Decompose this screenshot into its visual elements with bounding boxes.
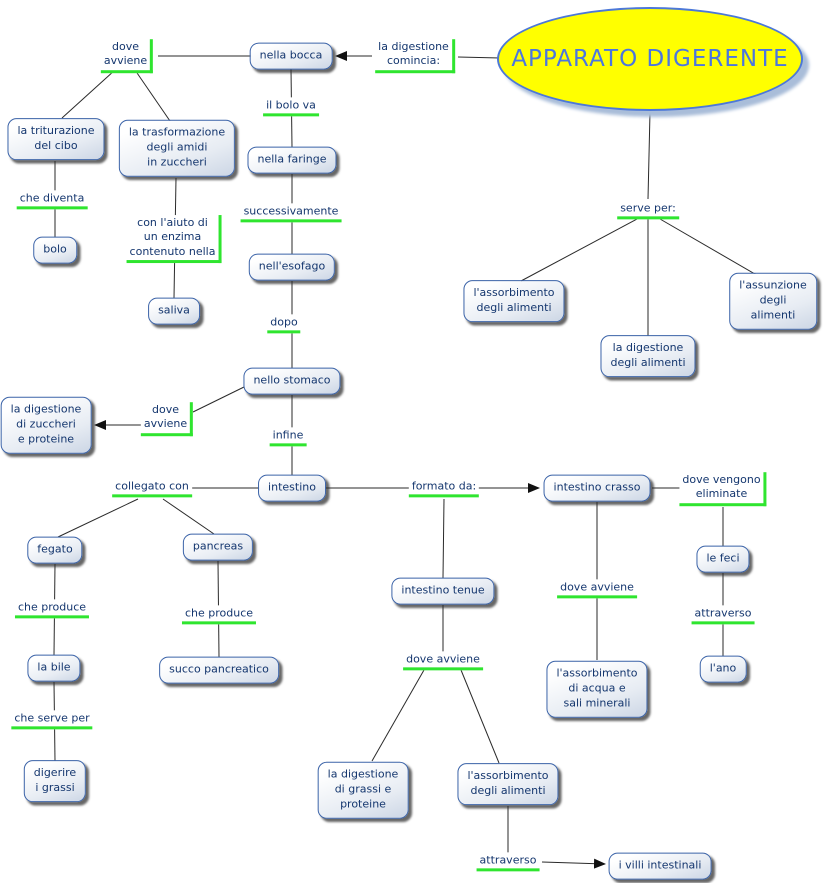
edge xyxy=(371,669,425,762)
concept-la-triturazione-del-cibo[interactable]: la triturazione del cibo xyxy=(7,118,105,160)
concept-assorbimento-alimenti-basso[interactable]: l'assorbimento degli alimenti xyxy=(457,763,559,805)
link-label-successivamente[interactable]: successivamente xyxy=(240,203,342,223)
concept-la-bile[interactable]: la bile xyxy=(27,654,81,682)
edge xyxy=(520,218,638,282)
link-label-dove-avviene-tenue[interactable]: dove avviene xyxy=(403,651,483,671)
concept-digerire-i-grassi[interactable]: digerire i grassi xyxy=(23,760,87,802)
edge xyxy=(57,498,139,538)
concept-succo-pancreatico[interactable]: succo pancreatico xyxy=(159,656,279,684)
concept-le-feci[interactable]: le feci xyxy=(696,545,750,573)
concept-intestino-tenue[interactable]: intestino tenue xyxy=(391,577,495,605)
link-label-dopo[interactable]: dopo xyxy=(267,314,301,334)
arrow-edge xyxy=(541,858,606,869)
concept-nella-faringe[interactable]: nella faringe xyxy=(247,146,337,174)
edge xyxy=(442,498,445,579)
link-label-dove-avviene-crasso[interactable]: dove avviene xyxy=(557,579,637,599)
concept-assorbimento-alimenti-alto[interactable]: l'assorbimento degli alimenti xyxy=(463,280,565,322)
concept-assunzione-alimenti[interactable]: l'assunzione degli alimenti xyxy=(729,272,817,330)
link-label-serve-per[interactable]: serve per: xyxy=(617,200,679,220)
concept-fegato[interactable]: fegato xyxy=(27,536,83,564)
concept-assorbimento-acqua-sali[interactable]: l'assorbimento di acqua e sali minerali xyxy=(546,660,648,718)
link-label-dove-avviene-bocca[interactable]: dove avviene xyxy=(100,39,154,73)
link-label-che-produce-pancreas[interactable]: che produce xyxy=(181,605,257,625)
edge xyxy=(134,69,171,122)
edge xyxy=(61,69,116,119)
link-label-attraverso-feci[interactable]: attraverso xyxy=(691,605,755,625)
link-label-che-produce-fegato[interactable]: che produce xyxy=(14,599,90,619)
concept-nella-bocca[interactable]: nella bocca xyxy=(249,42,333,70)
link-label-che-diventa[interactable]: che diventa xyxy=(16,190,88,210)
concept-nell-esofago[interactable]: nell'esofago xyxy=(248,253,336,281)
concept-l-ano[interactable]: l'ano xyxy=(699,655,747,683)
concept-intestino[interactable]: intestino xyxy=(258,474,326,502)
concept-la-trasformazione-degli-amidi[interactable]: la trasformazione degli amidi in zuccher… xyxy=(118,119,236,177)
concept-villi-intestinali[interactable]: i villi intestinali xyxy=(608,852,712,880)
concept-apparato-digerente[interactable]: APPARATO DIGERENTE xyxy=(497,7,803,111)
link-label-il-bolo-va[interactable]: il bolo va xyxy=(263,97,319,117)
link-label-collegato-con[interactable]: collegato con xyxy=(112,478,192,498)
concept-bolo[interactable]: bolo xyxy=(33,236,77,264)
concept-digestione-zuccheri-proteine[interactable]: la digestione di zuccheri e proteine xyxy=(0,396,92,454)
concept-digestione-grassi-proteine[interactable]: la digestione di grassi e proteine xyxy=(317,761,409,819)
link-label-attraverso-villi[interactable]: attraverso xyxy=(476,852,540,872)
link-label-dove-vengono-eliminate[interactable]: dove vengono eliminate xyxy=(679,472,767,506)
edge xyxy=(162,498,215,535)
edge xyxy=(457,56,501,59)
edge xyxy=(460,669,500,764)
edge xyxy=(192,386,245,413)
link-label-con-l-aiuto-enzima[interactable]: con l'aiuto di un enzima contenuto nella xyxy=(126,215,222,263)
concept-pancreas[interactable]: pancreas xyxy=(182,533,254,561)
link-label-dove-avviene-stomaco[interactable]: dove avviene xyxy=(140,402,194,436)
edge xyxy=(659,218,768,282)
concept-saliva[interactable]: saliva xyxy=(148,297,200,325)
concept-intestino-crasso[interactable]: intestino crasso xyxy=(543,474,651,502)
link-label-formato-da[interactable]: formato da: xyxy=(408,478,480,498)
concept-nello-stomaco[interactable]: nello stomaco xyxy=(243,367,341,395)
concept-digestione-alimenti[interactable]: la digestione degli alimenti xyxy=(600,335,696,377)
link-label-che-serve-per[interactable]: che serve per xyxy=(11,710,93,730)
edge xyxy=(647,111,651,200)
link-label-infine[interactable]: infine xyxy=(269,427,307,447)
link-label-la-digestione-comincia[interactable]: la digestione comincia: xyxy=(375,39,455,73)
map-title: APPARATO DIGERENTE xyxy=(511,46,789,72)
